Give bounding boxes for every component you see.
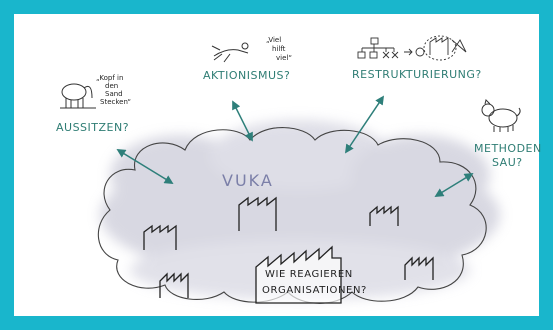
question-line-1: WIE REAGIEREN [265,269,353,280]
pig-icon [481,99,521,132]
question-box [255,245,342,304]
ostrich-speech-1: „Kopf in [96,74,123,82]
factory-icon [159,272,189,298]
aktionismus-speech-1: „Viel [266,36,281,44]
question-line-2: ORGANISATIONEN? [262,285,367,296]
arrow-restrukturierung [344,95,385,154]
factory-icon [404,256,434,280]
arrow-methoden-sau [434,173,474,197]
cloud-outline [97,127,487,304]
option-label-aussitzen: AUSSITZEN? [56,121,129,134]
option-label-aktionismus: AKTIONISMUS? [203,69,290,82]
running-person-icon [211,42,249,63]
ostrich-speech-4: Stecken“ [100,98,131,106]
ostrich-speech-2: den [105,82,118,90]
cloud-label: VUKA [222,171,274,190]
org-chart-icon [357,35,467,61]
ostrich-speech-3: Sand [105,90,123,98]
arrow-aussitzen [116,149,174,184]
option-label-sau: SAU? [492,156,523,169]
factory-icon [369,205,399,226]
factory-icon [238,196,277,231]
aktionismus-speech-3: viel“ [276,54,292,62]
ostrich-icon [60,83,96,109]
option-label-methoden: METHODEN [474,142,542,155]
option-label-restrukturierung: RESTRUKTURIERUNG? [352,68,482,81]
factory-icon [143,224,177,250]
aktionismus-speech-2: hilft [272,45,286,53]
arrow-aktionismus [232,100,253,142]
